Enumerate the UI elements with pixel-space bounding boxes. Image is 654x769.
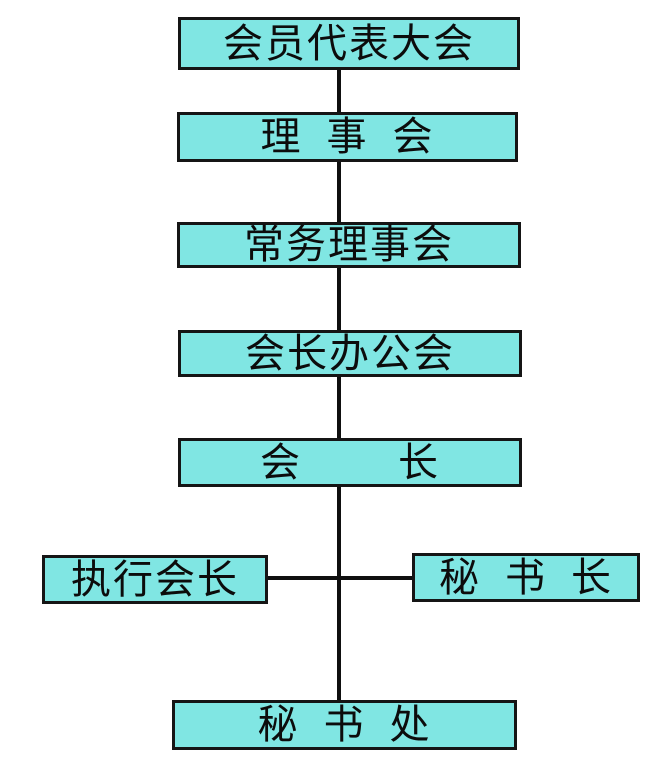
org-node-secretary-general: 秘 书 长	[412, 553, 640, 602]
connector-standing-council-office	[337, 268, 341, 330]
org-node-label: 会 长	[260, 439, 440, 485]
connector-office-president	[337, 377, 341, 438]
connector-president-secretariat	[337, 487, 341, 700]
org-node-secretariat: 秘 书 处	[172, 700, 517, 750]
org-node-council: 理 事 会	[177, 112, 518, 162]
org-node-executive-president: 执行会长	[42, 555, 268, 604]
org-node-president-office-meeting: 会长办公会	[178, 330, 522, 377]
org-node-member-representative-assembly: 会员代表大会	[178, 17, 520, 70]
org-node-label: 秘 书 长	[439, 554, 613, 600]
org-node-label: 会员代表大会	[223, 20, 475, 66]
org-node-standing-council: 常务理事会	[177, 222, 521, 268]
org-node-label: 理 事 会	[260, 114, 435, 159]
org-node-label: 会长办公会	[245, 330, 455, 376]
org-node-label: 执行会长	[71, 556, 239, 602]
connector-assembly-council	[337, 70, 341, 112]
connector-executive-secretary-branch	[268, 576, 412, 580]
connector-council-standing-council	[337, 162, 341, 222]
org-node-president: 会 长	[178, 438, 522, 487]
org-node-label: 秘 书 处	[257, 702, 432, 747]
org-node-label: 常务理事会	[244, 222, 454, 267]
